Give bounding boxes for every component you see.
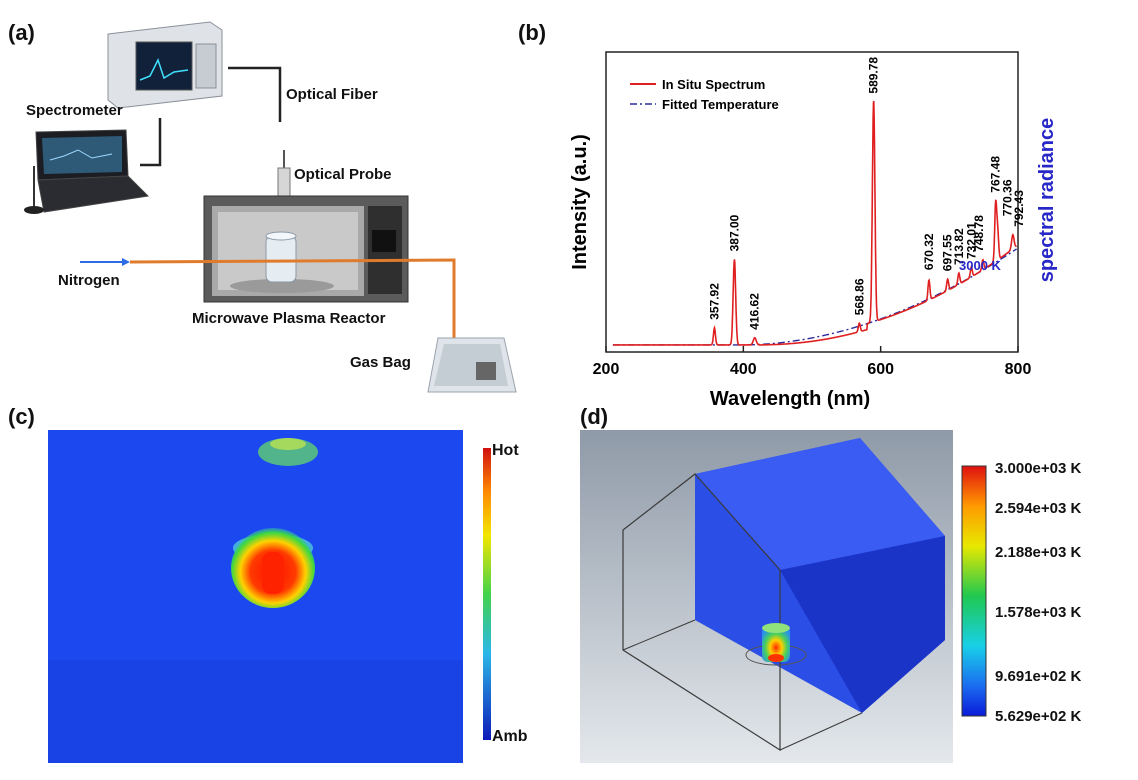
label-spectrometer: Spectrometer [26,102,123,119]
optical-fiber-line [228,66,282,122]
peak-label: 589.78 [867,57,881,94]
x-tick-label: 600 [867,361,894,378]
y-axis-label: Intensity (a.u.) [569,134,591,270]
legend-label-spectrum: In Situ Spectrum [662,77,765,92]
label-reactor: Microwave Plasma Reactor [192,310,386,327]
scale-label-5: 5.629e+02 K [995,708,1082,725]
peak-label: 713.82 [952,228,966,265]
scale-label-2: 2.188e+03 K [995,544,1082,561]
scale-label-3: 1.578e+03 K [995,604,1082,621]
panel-label-b: (b) [518,20,547,45]
legend-label-fit: Fitted Temperature [662,97,779,112]
temperature-annotation: 3000 K [959,258,1002,273]
peak-label: 770.36 [1001,179,1015,216]
thermal-image [48,430,463,763]
thermal-colorbar [483,448,491,740]
laptop-image [24,129,150,214]
x-tick-label: 400 [730,361,757,378]
scale-label-1: 2.594e+03 K [995,500,1082,517]
label-optical-fiber: Optical Fiber [286,86,378,103]
peak-label: 670.32 [922,233,936,270]
peak-label: 748.78 [972,215,986,252]
plot-frame [605,51,1019,353]
panel-label-c: (c) [8,404,35,429]
gas-tube-line [129,258,456,350]
panel-label-d: (d) [580,404,609,429]
microwave-reactor-image [203,195,409,303]
panel-label-a: (a) [8,20,35,45]
simulation-render [580,430,953,763]
label-gas-bag: Gas Bag [350,354,411,371]
gas-bag-image [427,337,517,393]
spectrum-analyzer-image [107,21,223,109]
setup-illustration [24,21,517,393]
peak-label: 568.86 [852,278,866,315]
x-axis-label: Wavelength (nm) [710,388,870,410]
colorbar-amb-label: Amb [492,728,528,745]
in-situ-spectrum-line [612,100,1017,346]
simulation-scale: 3.000e+03 K 2.594e+03 K 2.188e+03 K 1.57… [995,460,1135,730]
scale-label-0: 3.000e+03 K [995,460,1082,477]
colorbar-hot-label: Hot [492,442,519,459]
plasma-core [262,552,284,594]
peak-label: 792.43 [1012,190,1026,227]
scale-label-4: 9.691e+02 K [995,668,1082,685]
data-cable-line [140,118,162,167]
peak-label: 732.01 [964,222,978,259]
label-nitrogen: Nitrogen [58,272,120,289]
peak-label: 416.62 [748,293,762,330]
x-tick-label: 800 [1005,361,1032,378]
reactor-hot-region [762,626,790,662]
peak-label: 767.48 [989,156,1003,193]
peak-label: 357.92 [707,283,721,320]
spectrum-chart: Wavelength (nm) Intensity (a.u.) spectra… [569,51,1058,410]
label-optical-probe: Optical Probe [294,166,392,183]
right-axis-label: spectral radiance [1036,118,1058,283]
peak-label: 697.55 [941,234,955,271]
simulation-colorbar [961,465,987,717]
x-tick-label: 200 [593,361,620,378]
peak-label: 387.00 [727,214,741,251]
